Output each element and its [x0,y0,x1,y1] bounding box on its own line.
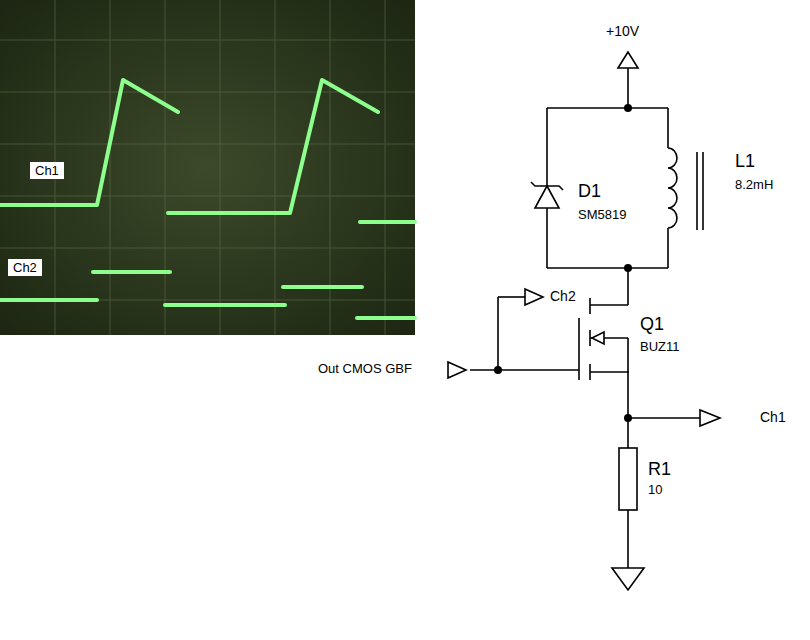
signal-name: Ch1 [760,410,786,425]
part-name: D1 [578,182,601,202]
part-name: Q1 [640,315,664,335]
part-value: 8.2mH [735,178,773,192]
signal-name: Ch2 [550,289,576,304]
channel-name: Ch1 [35,163,59,178]
channel-tag: Ch2 [8,259,42,276]
channel-tag: Ch1 [30,162,64,179]
supply-label: +10V [606,24,639,39]
part-name: L1 [735,152,755,172]
channel-name: Ch2 [13,260,37,275]
part-name: R1 [648,460,671,480]
part-value: SM5819 [578,208,626,222]
signal-name: Out CMOS GBF [318,362,412,376]
part-value: BUZ11 [640,340,680,354]
part-value: 10 [648,483,662,497]
